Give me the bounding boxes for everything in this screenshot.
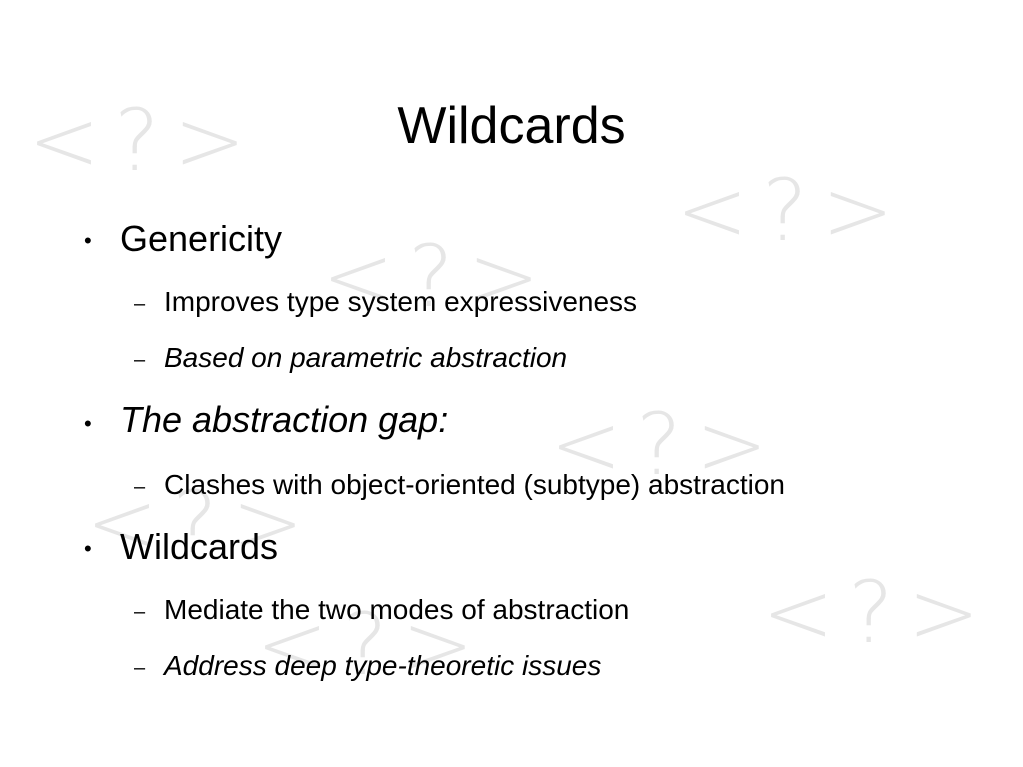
dash-icon: – (134, 476, 146, 498)
bullet-icon: • (84, 228, 92, 253)
dash-icon: – (134, 601, 146, 623)
slide-title: Wildcards (397, 97, 626, 155)
sub-item-clashes: Clashes with object-oriented (subtype) a… (164, 469, 785, 500)
bullet-icon: • (84, 536, 92, 561)
watermark-generic-symbol: <?> (762, 563, 994, 663)
bullet-icon: • (84, 411, 92, 436)
watermark-generic-symbol: <?> (676, 161, 908, 261)
dash-icon: – (134, 349, 146, 371)
dash-icon: – (134, 293, 146, 315)
bullet-item-genericity: Genericity (120, 218, 283, 259)
sub-item-deep-issues: Address deep type-theoretic issues (164, 650, 602, 681)
dash-icon: – (134, 657, 146, 679)
sub-item-parametric: Based on parametric abstraction (164, 342, 568, 373)
sub-item-expressiveness: Improves type system expressiveness (164, 286, 638, 317)
sub-item-mediate: Mediate the two modes of abstraction (164, 594, 630, 625)
bullet-item-abstraction-gap: The abstraction gap: (120, 399, 449, 440)
bullet-item-wildcards: Wildcards (120, 526, 279, 567)
